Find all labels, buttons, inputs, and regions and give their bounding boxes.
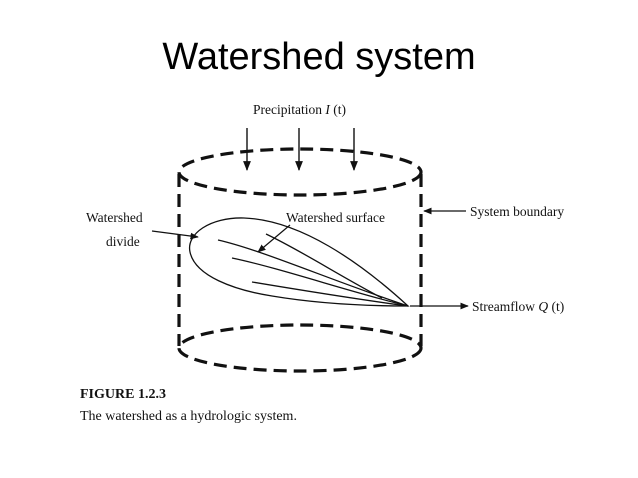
- system-boundary-cylinder: [177, 147, 423, 373]
- system-boundary-label: System boundary: [470, 204, 564, 219]
- watershed-surface-label: Watershed surface: [286, 210, 385, 225]
- watershed-divide-label-line2: divide: [106, 234, 140, 249]
- cylinder-bottom-ellipse: [177, 323, 423, 373]
- watershed-surface-shape: [188, 217, 410, 307]
- watershed-divide-arrow: [151, 230, 199, 240]
- stream-channel-3: [251, 281, 409, 307]
- figure-caption: The watershed as a hydrologic system.: [80, 409, 297, 424]
- stream-channel-4: [265, 233, 383, 299]
- slide-title: Watershed system: [162, 36, 476, 78]
- leader-arrows: [151, 207, 469, 310]
- streamflow-label: Streamflow Q (t): [472, 299, 564, 314]
- watershed-outline: [188, 217, 410, 307]
- figure-number: FIGURE 1.2.3: [80, 387, 166, 402]
- stream-channel-2: [231, 257, 409, 307]
- precipitation-arrows: [243, 128, 358, 171]
- watershed-divide-label-line1: Watershed: [86, 210, 143, 225]
- cylinder-top-ellipse: [177, 147, 423, 197]
- watershed-surface-arrow: [257, 224, 291, 253]
- precipitation-label: Precipitation I (t): [253, 102, 346, 117]
